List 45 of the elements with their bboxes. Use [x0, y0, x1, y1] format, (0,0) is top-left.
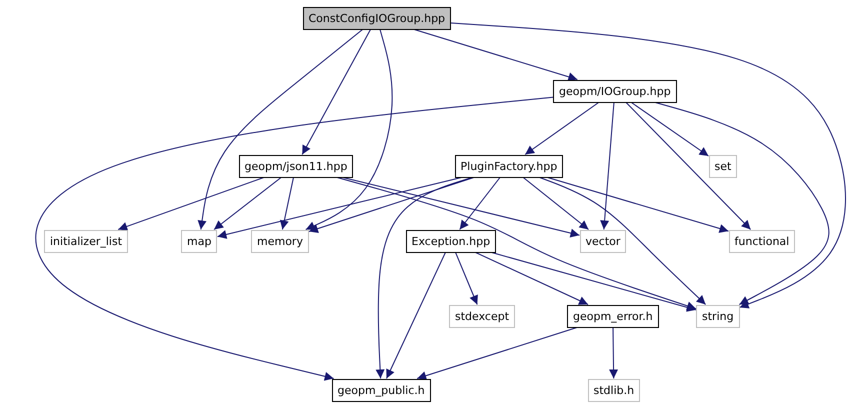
- arrow: [522, 177, 590, 230]
- file-box: set: [708, 154, 738, 178]
- arrow: [280, 177, 294, 230]
- arrow: [118, 177, 264, 231]
- arrow: [198, 29, 364, 230]
- arrow: [459, 177, 500, 230]
- file-box: geopm/IOGroup.hpp: [553, 80, 677, 102]
- file-box: string: [696, 304, 740, 328]
- file-box: stdlib.h: [588, 378, 640, 402]
- file-box: geopm_error.h: [567, 304, 659, 328]
- arrow: [626, 102, 752, 230]
- arrow: [216, 177, 462, 239]
- arrow: [386, 252, 446, 379]
- arrow: [308, 177, 474, 233]
- arrow: [305, 29, 393, 230]
- arrow: [342, 177, 580, 238]
- arrow: [609, 327, 618, 379]
- arrow: [539, 177, 706, 305]
- arrow: [475, 252, 589, 305]
- file-box: PluginFactory.hpp: [454, 154, 564, 178]
- arrow: [524, 102, 600, 155]
- arrow: [547, 177, 729, 233]
- arrow: [336, 177, 696, 310]
- arrow: [654, 102, 830, 305]
- arrow: [600, 102, 614, 230]
- file-box: geopm_public.h: [332, 378, 431, 402]
- arrow: [214, 177, 282, 230]
- arrow: [376, 177, 473, 379]
- arrow: [450, 22, 846, 308]
- file-box: memory: [251, 230, 309, 252]
- file-box: ConstConfigIOGroup.hpp: [302, 6, 452, 30]
- file-box: geopm/json11.hpp: [238, 154, 354, 178]
- arrow: [455, 252, 478, 305]
- arrow: [414, 29, 578, 82]
- arrow: [491, 252, 696, 312]
- file-box: stdexcept: [449, 304, 516, 328]
- arrow: [35, 96, 554, 381]
- file-box: Exception.hpp: [406, 230, 496, 252]
- file-box: functional: [728, 230, 796, 252]
- arrow: [416, 327, 578, 380]
- file-box: map: [181, 230, 218, 252]
- file-box: vector: [580, 230, 626, 252]
- file-box: initializer_list: [44, 230, 128, 252]
- arrow: [302, 29, 371, 155]
- arrow: [630, 102, 709, 156]
